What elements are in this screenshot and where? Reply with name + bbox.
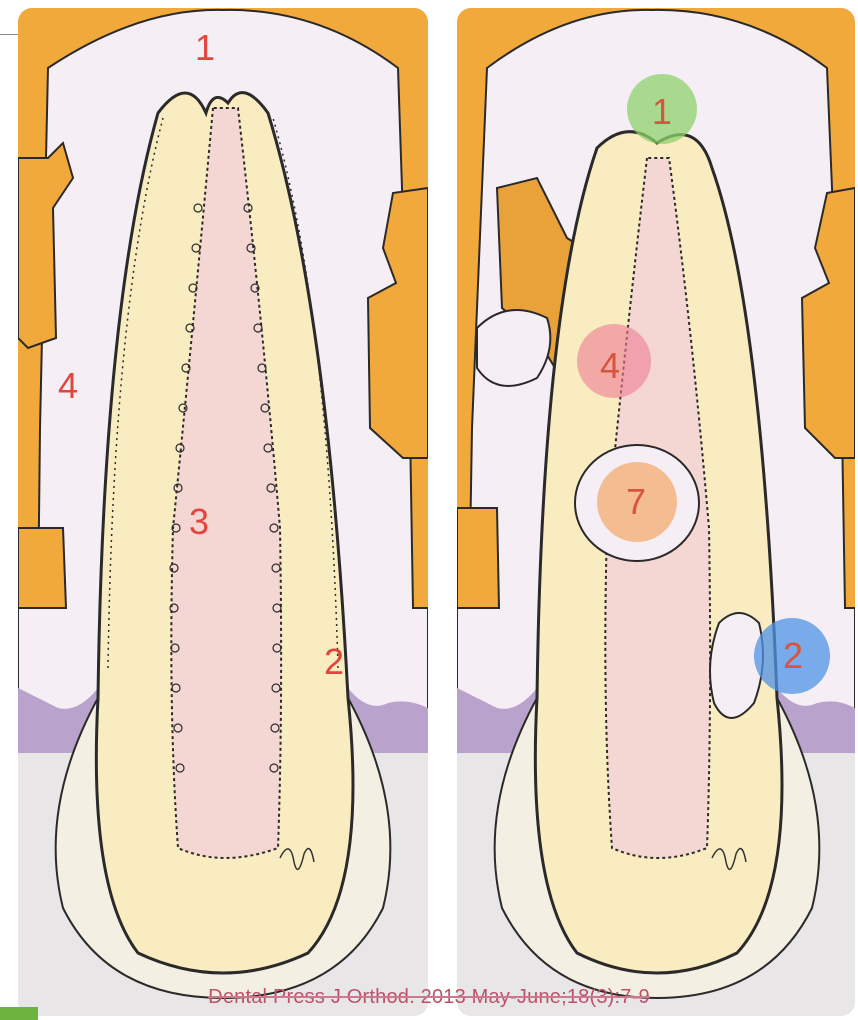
right-panel: 1 2 7 4 bbox=[457, 8, 855, 1016]
citation: Dental Press J Orthod. 2013 May-June;18(… bbox=[0, 986, 858, 1009]
right-label-cervical: 2 bbox=[783, 638, 803, 674]
right-label-apex: 1 bbox=[652, 94, 672, 130]
right-label-lateral: 4 bbox=[600, 348, 620, 384]
healthy-tooth-illustration bbox=[18, 8, 428, 1016]
left-label-apex: 1 bbox=[195, 30, 215, 66]
left-label-cervical: 2 bbox=[324, 644, 344, 680]
left-label-pulp: 3 bbox=[189, 504, 209, 540]
left-label-lateral: 4 bbox=[58, 368, 78, 404]
right-label-internal: 7 bbox=[626, 484, 646, 520]
corner-bar bbox=[0, 1007, 38, 1020]
left-panel: 1 2 3 4 bbox=[18, 8, 428, 1016]
